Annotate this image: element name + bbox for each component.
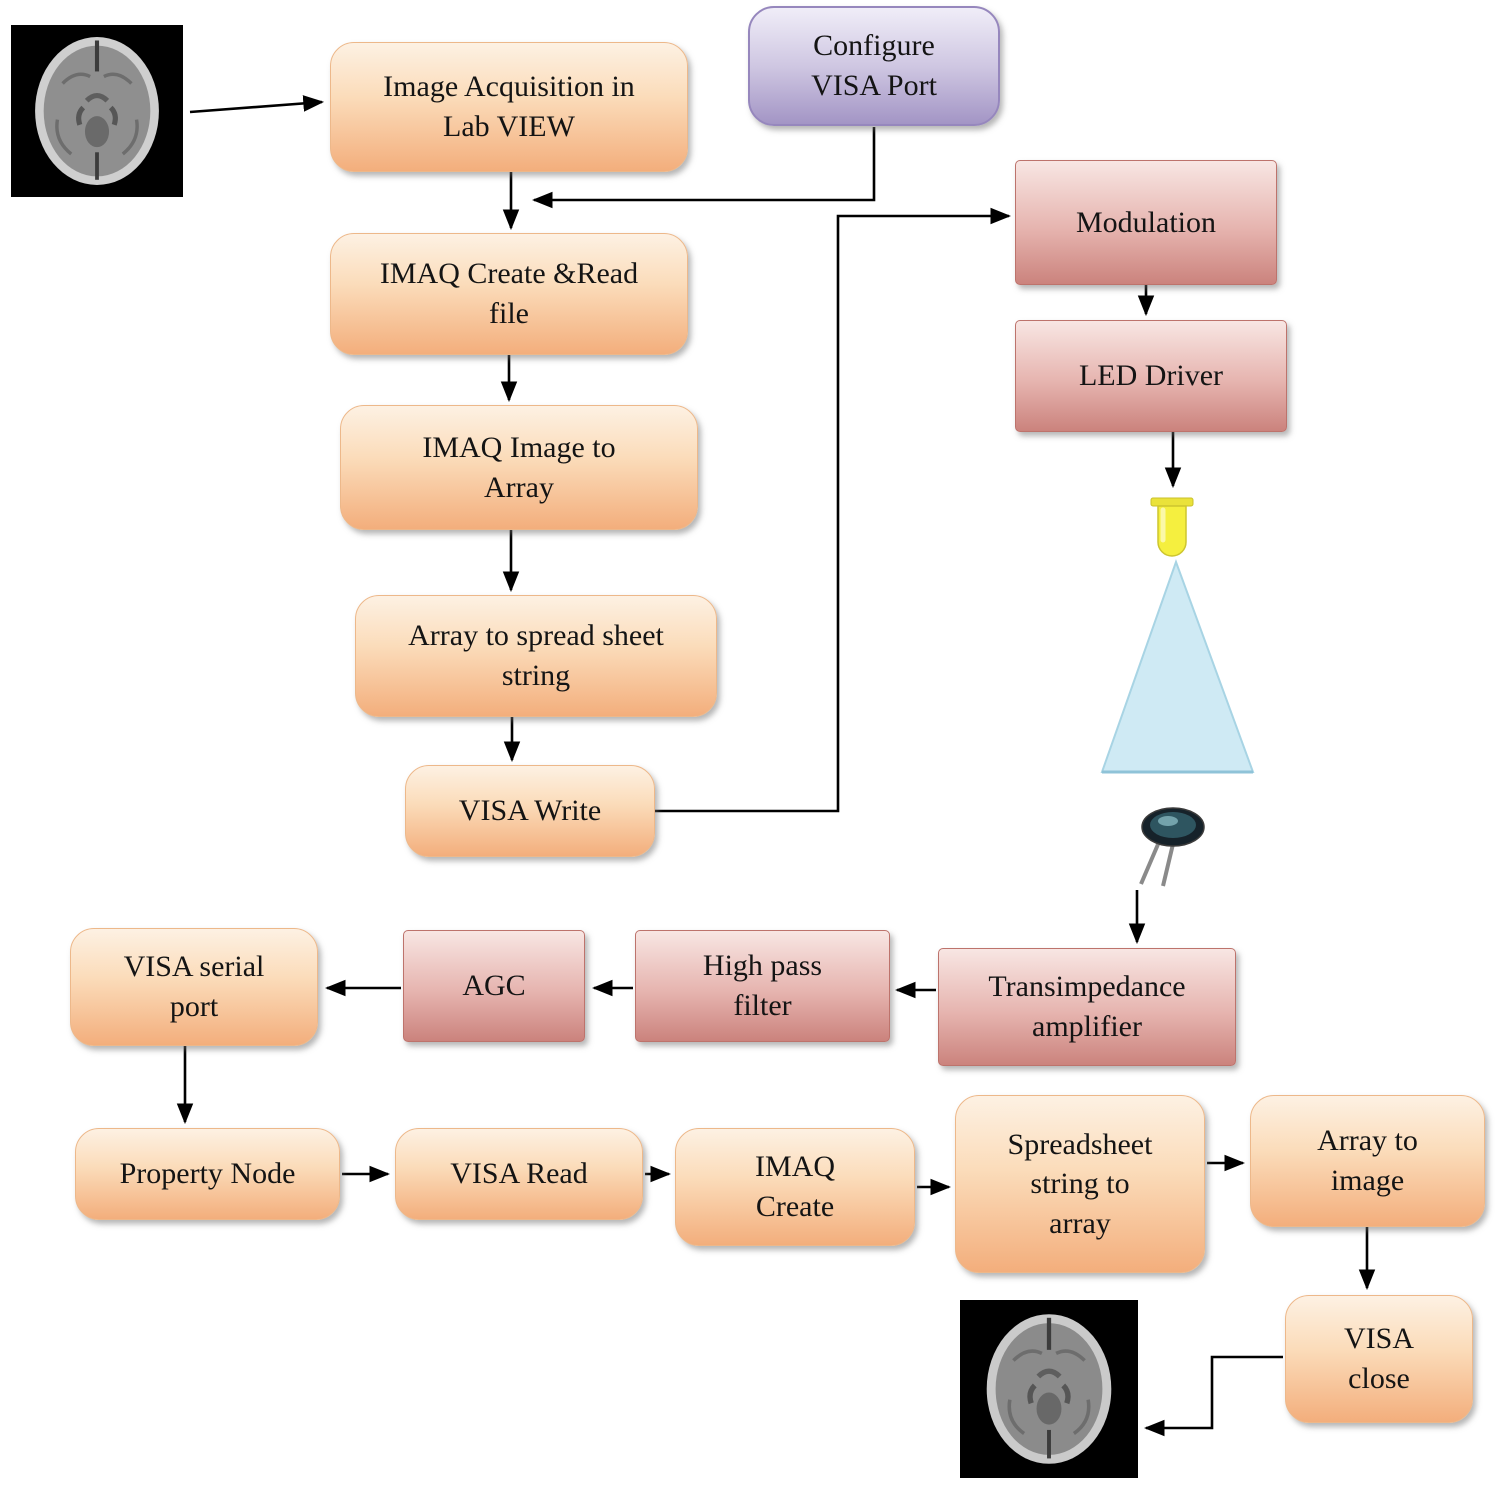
node-label: VISA Read	[450, 1157, 588, 1191]
node-label: VISA Write	[458, 794, 602, 828]
node-label: Configure VISA Port	[811, 29, 937, 102]
node-label: Array to image	[1317, 1124, 1418, 1197]
node-spreadsheet-string-to-array: Spreadsheet string to array	[955, 1095, 1205, 1273]
arrow-visawrite-to-modulation	[655, 207, 1012, 813]
node-imaq-image-to-array: IMAQ Image to Array	[340, 405, 698, 530]
node-high-pass-filter: High pass filter	[635, 930, 890, 1042]
led-icon	[1148, 492, 1196, 564]
node-property-node: Property Node	[75, 1128, 340, 1220]
node-label: Spreadsheet string to array	[1007, 1127, 1153, 1240]
node-imaq-create-read-file: IMAQ Create &Read file	[330, 233, 688, 355]
node-label: AGC	[462, 969, 526, 1003]
node-label: VISA serial port	[123, 950, 265, 1023]
node-visa-write: VISA Write	[405, 765, 655, 857]
node-label: LED Driver	[1078, 359, 1224, 393]
node-agc: AGC	[403, 930, 585, 1042]
node-visa-serial-port: VISA serial port	[70, 928, 318, 1046]
node-imaq-create: IMAQ Create	[675, 1128, 915, 1246]
arrow-visaclose-to-brain	[1143, 1355, 1283, 1437]
light-beam-cone	[1096, 558, 1260, 776]
node-label: Image Acquisition in Lab VIEW	[383, 70, 635, 143]
node-label: VISA close	[1343, 1322, 1414, 1395]
node-led-driver: LED Driver	[1015, 320, 1287, 432]
node-label: Array to spread sheet string	[408, 619, 664, 692]
node-visa-read: VISA Read	[395, 1128, 643, 1220]
node-transimpedance-amplifier: Transimpedance amplifier	[938, 948, 1236, 1066]
node-label: Property Node	[119, 1157, 296, 1191]
arrow-brain-to-acquisition	[189, 95, 325, 114]
node-array-to-spreadsheet-string: Array to spread sheet string	[355, 595, 717, 717]
photodiode-icon	[1125, 800, 1210, 888]
node-label: IMAQ Create	[755, 1150, 835, 1223]
node-label: IMAQ Image to Array	[422, 430, 616, 504]
node-array-to-image: Array to image	[1250, 1095, 1485, 1227]
node-label: IMAQ Create &Read file	[379, 257, 639, 330]
node-modulation: Modulation	[1015, 160, 1277, 285]
node-image-acquisition: Image Acquisition in Lab VIEW	[330, 42, 688, 172]
node-configure-visa-port: Configure VISA Port	[748, 6, 1000, 126]
brain-mri-output-image	[960, 1300, 1138, 1478]
brain-mri-input-image	[8, 25, 186, 197]
node-label: Transimpedance amplifier	[988, 970, 1186, 1043]
node-visa-close: VISA close	[1285, 1295, 1473, 1423]
node-label: Modulation	[1076, 205, 1216, 239]
node-label: High pass filter	[702, 949, 823, 1022]
